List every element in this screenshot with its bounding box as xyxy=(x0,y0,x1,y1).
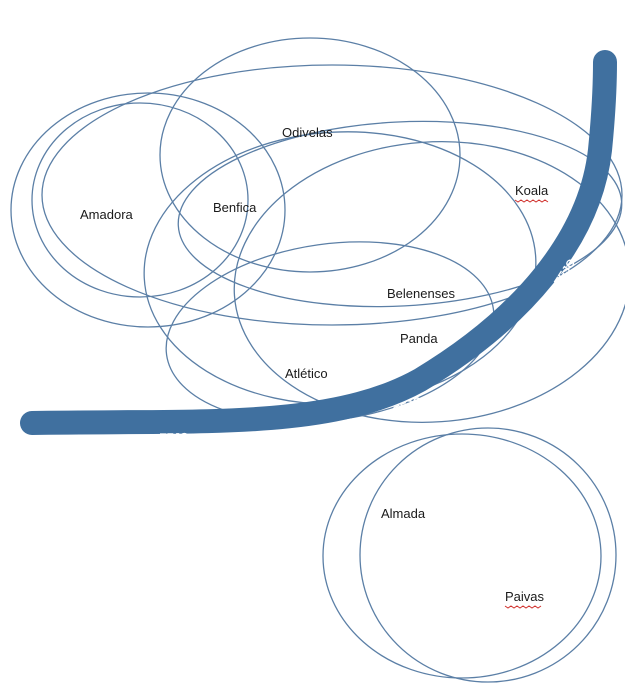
ellipse-koala xyxy=(177,120,623,308)
ellipse-amadora-a xyxy=(10,92,286,328)
ellipse-odivelas-inner xyxy=(159,37,461,273)
tejo-river xyxy=(20,50,617,435)
label-belenenses: Belenenses xyxy=(387,286,455,301)
ellipse-odivelas-outer xyxy=(41,64,623,326)
label-almada: Almada xyxy=(381,506,426,521)
ellipse-benfica-central xyxy=(143,131,537,405)
ellipse-almada xyxy=(322,433,602,679)
label-benfica: Benfica xyxy=(213,200,257,215)
label-paivas: Paivas xyxy=(505,589,545,604)
label-amadora: Amadora xyxy=(80,207,134,222)
ellipse-paivas xyxy=(359,427,617,683)
ellipse-belenenses xyxy=(233,141,625,423)
label-atletico: Atlético xyxy=(285,366,328,381)
river-label-west: TEJO xyxy=(160,431,189,444)
label-panda: Panda xyxy=(400,331,438,346)
label-koala: Koala xyxy=(515,183,549,198)
paivas-spellcheck-underline xyxy=(504,605,542,609)
ellipse-amadora-b xyxy=(31,102,249,298)
label-odivelas: Odivelas xyxy=(282,125,333,140)
koala-spellcheck-underline xyxy=(514,199,549,203)
